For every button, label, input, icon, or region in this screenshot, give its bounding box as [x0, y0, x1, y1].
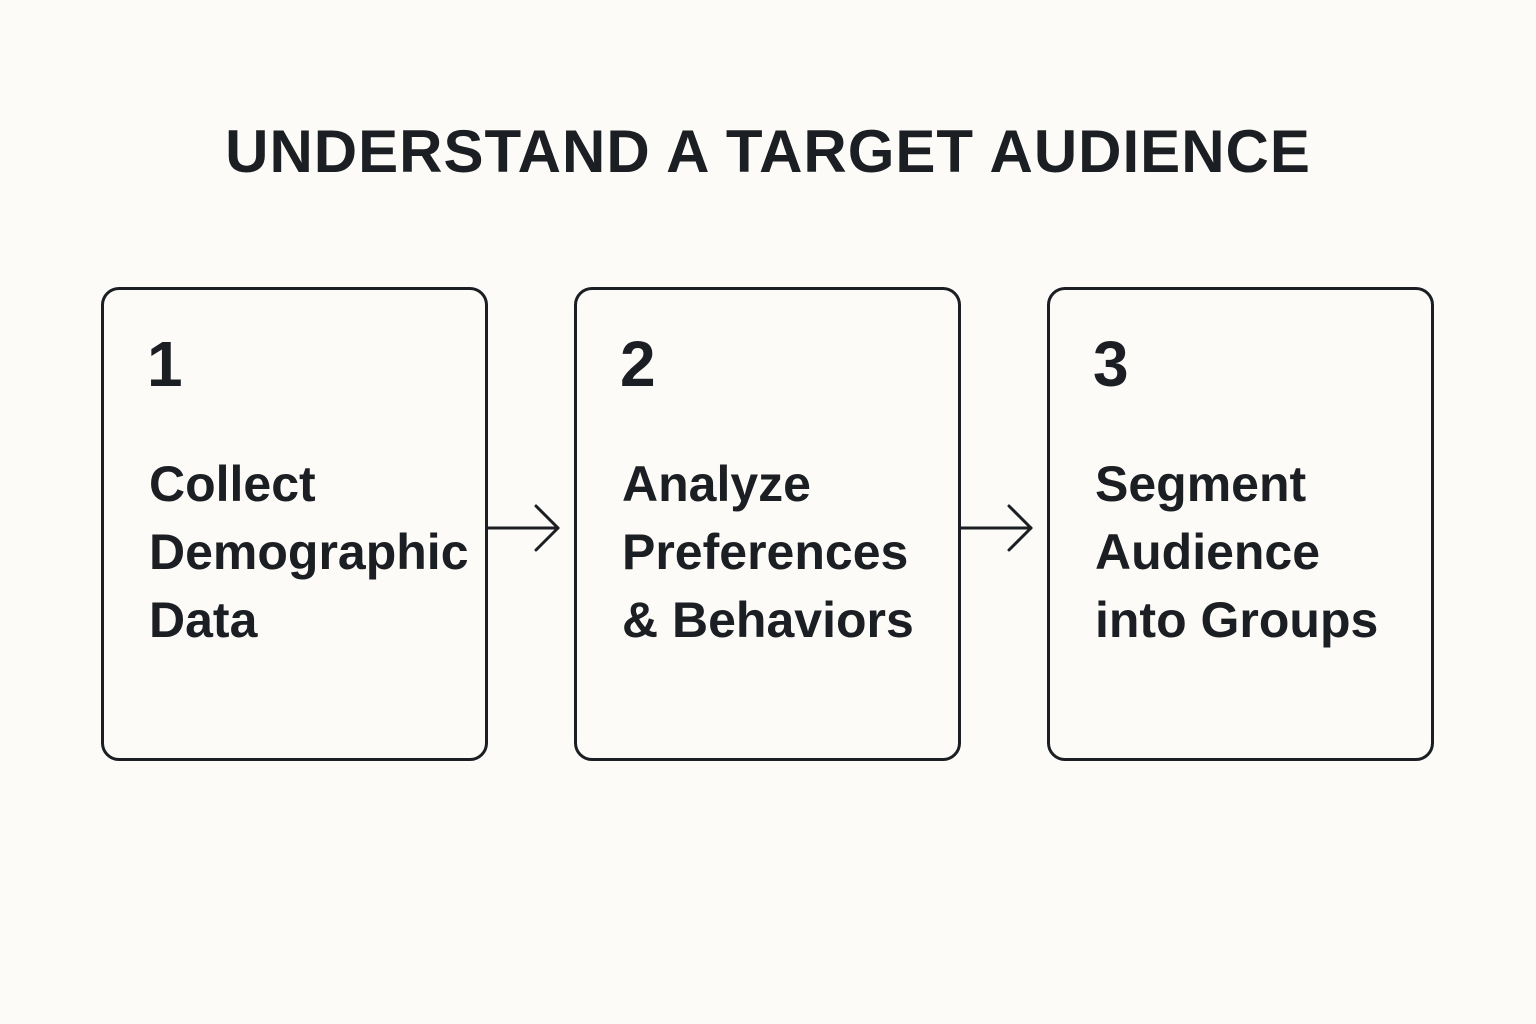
arrow-right-icon — [959, 504, 1033, 552]
step-label-line: Data — [149, 592, 258, 648]
step-label: Segment Audience into Groups — [1095, 450, 1425, 654]
step-label: Collect Demographic Data — [149, 450, 479, 654]
step-label-line: Segment — [1095, 456, 1307, 512]
step-label-line: Preferences — [622, 524, 909, 580]
step-label-line: Audience — [1095, 524, 1321, 580]
step-label-line: into Groups — [1095, 592, 1379, 648]
step-box-1: 1 Collect Demographic Data — [101, 287, 488, 761]
step-label-line: Collect — [149, 456, 316, 512]
step-number: 1 — [147, 328, 183, 400]
arrow-right-icon — [486, 504, 560, 552]
step-box-2: 2 Analyze Preferences & Behaviors — [574, 287, 961, 761]
step-number: 3 — [1093, 328, 1129, 400]
step-label-line: & Behaviors — [622, 592, 914, 648]
diagram-title: UNDERSTAND A TARGET AUDIENCE — [225, 118, 1311, 185]
step-label: Analyze Preferences & Behaviors — [622, 450, 952, 654]
step-label-line: Demographic — [149, 524, 469, 580]
step-number: 2 — [620, 328, 656, 400]
step-label-line: Analyze — [622, 456, 811, 512]
step-box-3: 3 Segment Audience into Groups — [1047, 287, 1434, 761]
